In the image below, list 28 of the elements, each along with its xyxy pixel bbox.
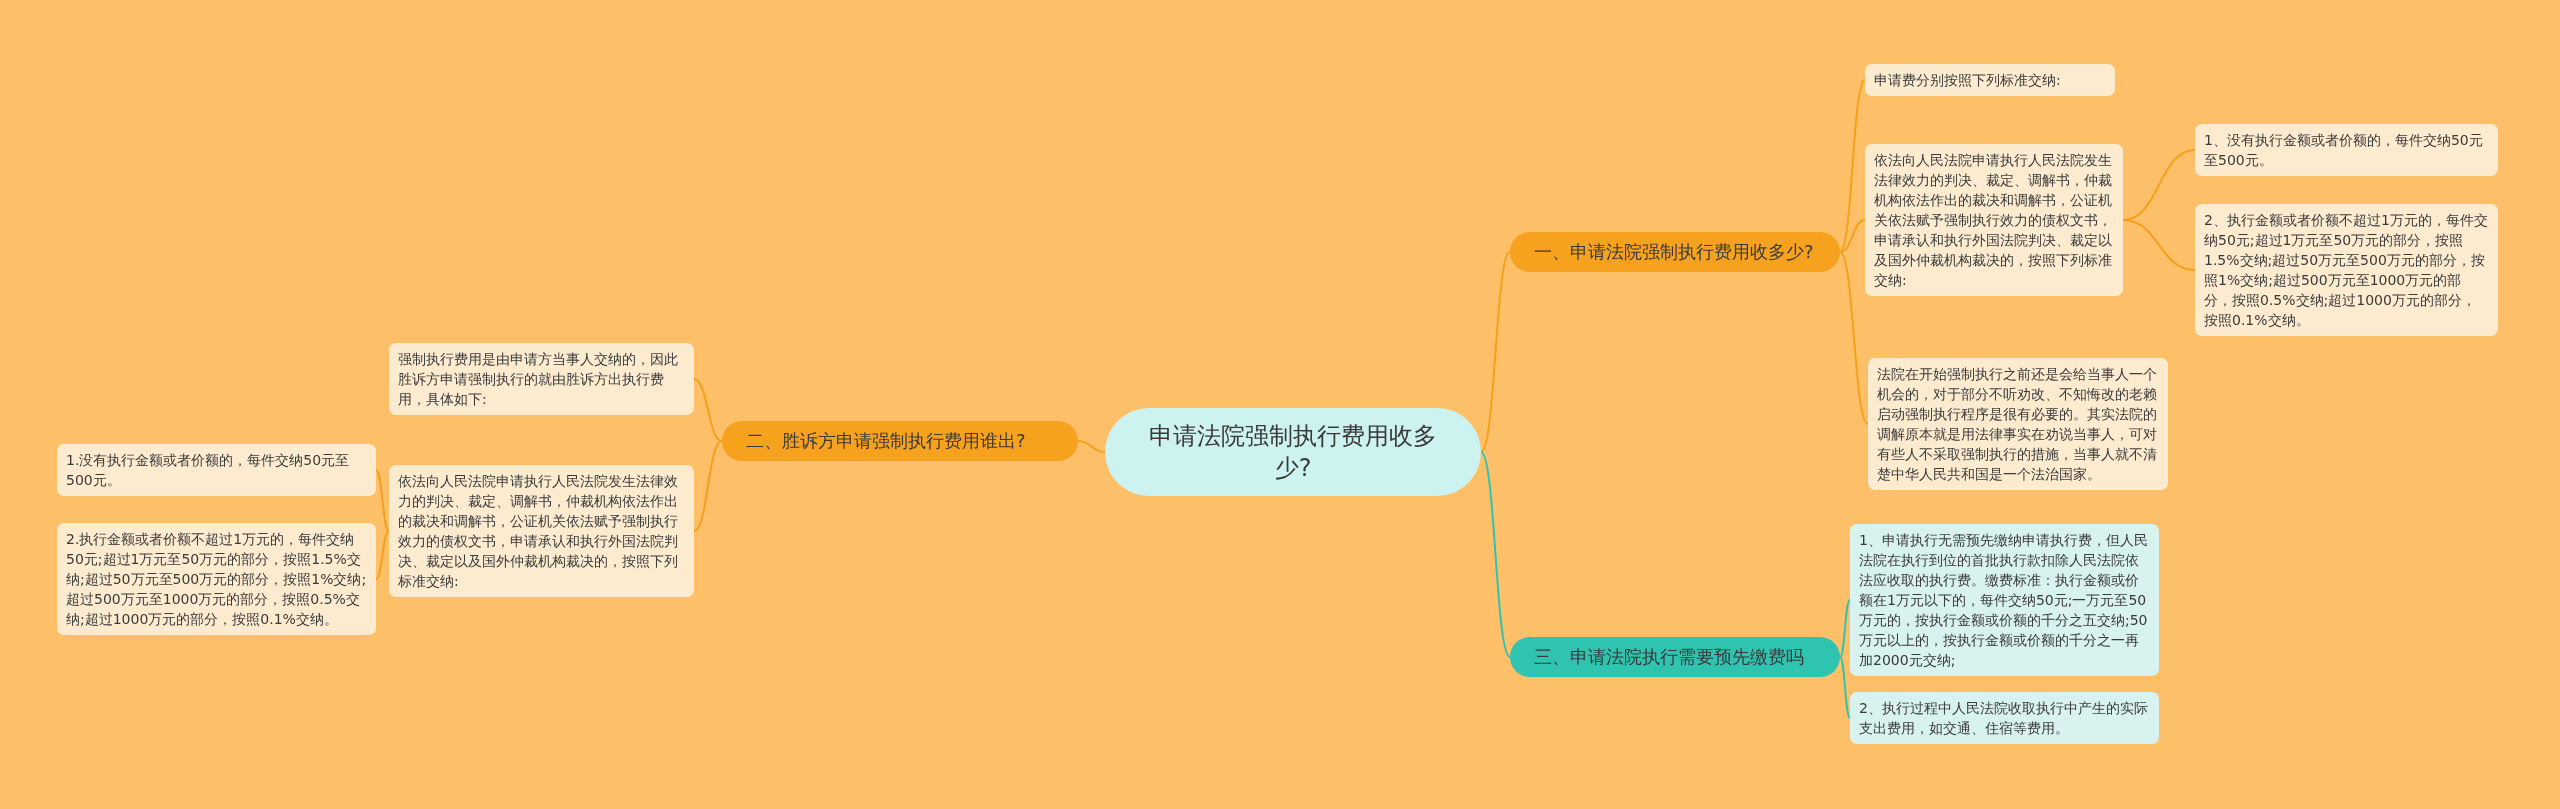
connector (693, 440, 723, 532)
central-topic: 申请法院强制执行费用收多少? (1105, 408, 1481, 496)
connector (1077, 440, 1106, 453)
connector (1480, 451, 1511, 658)
note-box: 依法向人民法院申请执行人民法院发生法律效力的判决、裁定、调解书，仲裁机构依法作出的裁决和调解书，公证机关依法赋予强制执行效力的债权文书，申请承认和执行外国法院判决、裁定以及国外仲裁机构裁决的，按照下列标准交纳: (1865, 144, 2123, 296)
branch-topic: 一、申请法院强制执行费用收多少? (1510, 232, 1840, 272)
connector (1839, 219, 1866, 253)
note-box: 2、执行金额或者价额不超过1万元的，每件交纳50元;超过1万元至50万元的部分，按照1.5%交纳;超过50万元至500万元的部分，按照1%交纳;超过500万元至1000万元的部分，按照0.5%交纳;超过1000万元的部分，按照0.1%交纳。 (2195, 204, 2498, 336)
note-box: 2、执行过程中人民法院收取执行中产生的实际支出费用，如交通、住宿等费用。 (1850, 692, 2159, 744)
note-box: 1.没有执行金额或者价额的，每件交纳50元至500元。 (57, 444, 376, 496)
connector (375, 469, 390, 532)
connector (1839, 599, 1851, 658)
note-box: 1、没有执行金额或者价额的，每件交纳50元至500元。 (2195, 124, 2498, 176)
connector (1839, 656, 1851, 719)
connector (1839, 79, 1866, 253)
branch-topic: 二、胜诉方申请强制执行费用谁出? (722, 421, 1078, 461)
note-box: 1、申请执行无需预先缴纳申请执行费，但人民法院在执行到位的首批执行款扣除人民法院依法应收取的执行费。缴费标准：执行金额或价额在1万元以下的，每件交纳50元;一万元至50万元的，按执行金额或价额的千分之五交纳;50万元以上的，按执行金额或价额的千分之一再加2000元交纳; (1850, 524, 2159, 676)
note-box: 2.执行金额或者价额不超过1万元的，每件交纳50元;超过1万元至50万元的部分，按照1.5%交纳;超过50万元至500万元的部分，按照1%交纳;超过500万元至1000万元的部分，按照0.5%交纳;超过1000万元的部分，按照0.1%交纳。 (57, 523, 376, 635)
connector (375, 530, 390, 580)
note-box: 强制执行费用是由申请方当事人交纳的，因此胜诉方申请强制执行的就由胜诉方出执行费用，具体如下: (389, 343, 694, 415)
branch-topic: 三、申请法院执行需要预先缴费吗 (1510, 637, 1840, 677)
note-box: 申请费分别按照下列标准交纳: (1865, 64, 2115, 96)
note-box: 法院在开始强制执行之前还是会给当事人一个机会的，对于部分不听劝改、不知悔改的老赖启动强制执行程序是很有必要的。其实法院的调解原本就是用法律事实在劝说当事人，可对有些人不采取强制执行的措施，当事人就不清楚中华人民共和国是一个法治国家。 (1868, 358, 2168, 490)
connector (693, 378, 723, 442)
connector (1839, 251, 1869, 425)
connector (1480, 251, 1511, 453)
connector (2122, 219, 2196, 271)
note-box: 依法向人民法院申请执行人民法院发生法律效力的判决、裁定、调解书，仲裁机构依法作出的裁决和调解书，公证机关依法赋予强制执行效力的债权文书，申请承认和执行外国法院判决、裁定以及国外仲裁机构裁决的，按照下列标准交纳: (389, 465, 694, 597)
